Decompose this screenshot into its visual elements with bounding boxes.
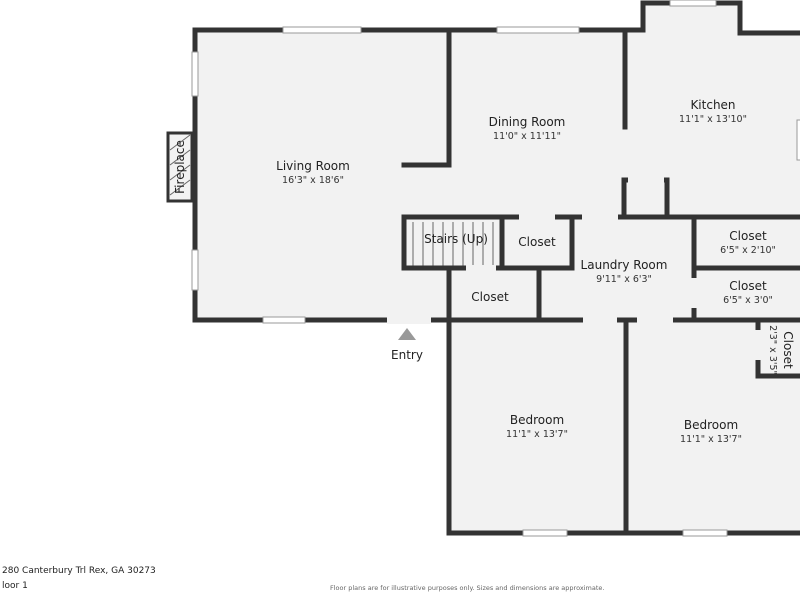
living-room-name: Living Room xyxy=(276,159,350,173)
address-caption: 280 Canterbury Trl Rex, GA 30273 xyxy=(2,566,156,576)
bedroom-1-dims: 11'1" x 13'7" xyxy=(506,429,568,440)
floor-caption: loor 1 xyxy=(2,581,28,591)
bedroom-1-name: Bedroom xyxy=(510,413,564,427)
entry-arrow-icon xyxy=(398,328,416,340)
closet-e-dims: 2'3" x 3'5" xyxy=(767,325,778,375)
stair-steps xyxy=(412,222,494,266)
kitchen-dims: 11'1" x 13'10" xyxy=(679,114,747,125)
disclaimer-text: Floor plans are for illustrative purpose… xyxy=(330,584,605,592)
dining-room-dims: 11'0" x 11'11" xyxy=(493,131,561,142)
closet-b-name: Closet xyxy=(471,290,509,304)
bedroom-2-name: Bedroom xyxy=(684,418,738,432)
door-openings xyxy=(387,177,762,360)
closet-d-name: Closet xyxy=(729,279,767,293)
fireplace-label: Fireplace xyxy=(173,140,187,194)
closet-d-dims: 6'5" x 3'0" xyxy=(723,295,773,306)
dining-room-name: Dining Room xyxy=(489,115,566,129)
closet-a-name: Closet xyxy=(518,235,556,249)
laundry-room-name: Laundry Room xyxy=(581,258,668,272)
floor-fill xyxy=(168,3,800,533)
fireplace xyxy=(166,131,194,203)
laundry-room-dims: 9'11" x 6'3" xyxy=(596,274,652,285)
kitchen-name: Kitchen xyxy=(690,98,735,112)
closet-e-name: Closet xyxy=(781,331,795,369)
closet-c-dims: 6'5" x 2'10" xyxy=(720,245,776,256)
entry-label: Entry xyxy=(391,348,423,362)
closet-c-name: Closet xyxy=(729,229,767,243)
stairs-label: Stairs (Up) xyxy=(424,232,488,246)
living-room-dims: 16'3" x 18'6" xyxy=(282,175,344,186)
bedroom-2-dims: 11'1" x 13'7" xyxy=(680,434,742,445)
windows xyxy=(191,0,800,537)
